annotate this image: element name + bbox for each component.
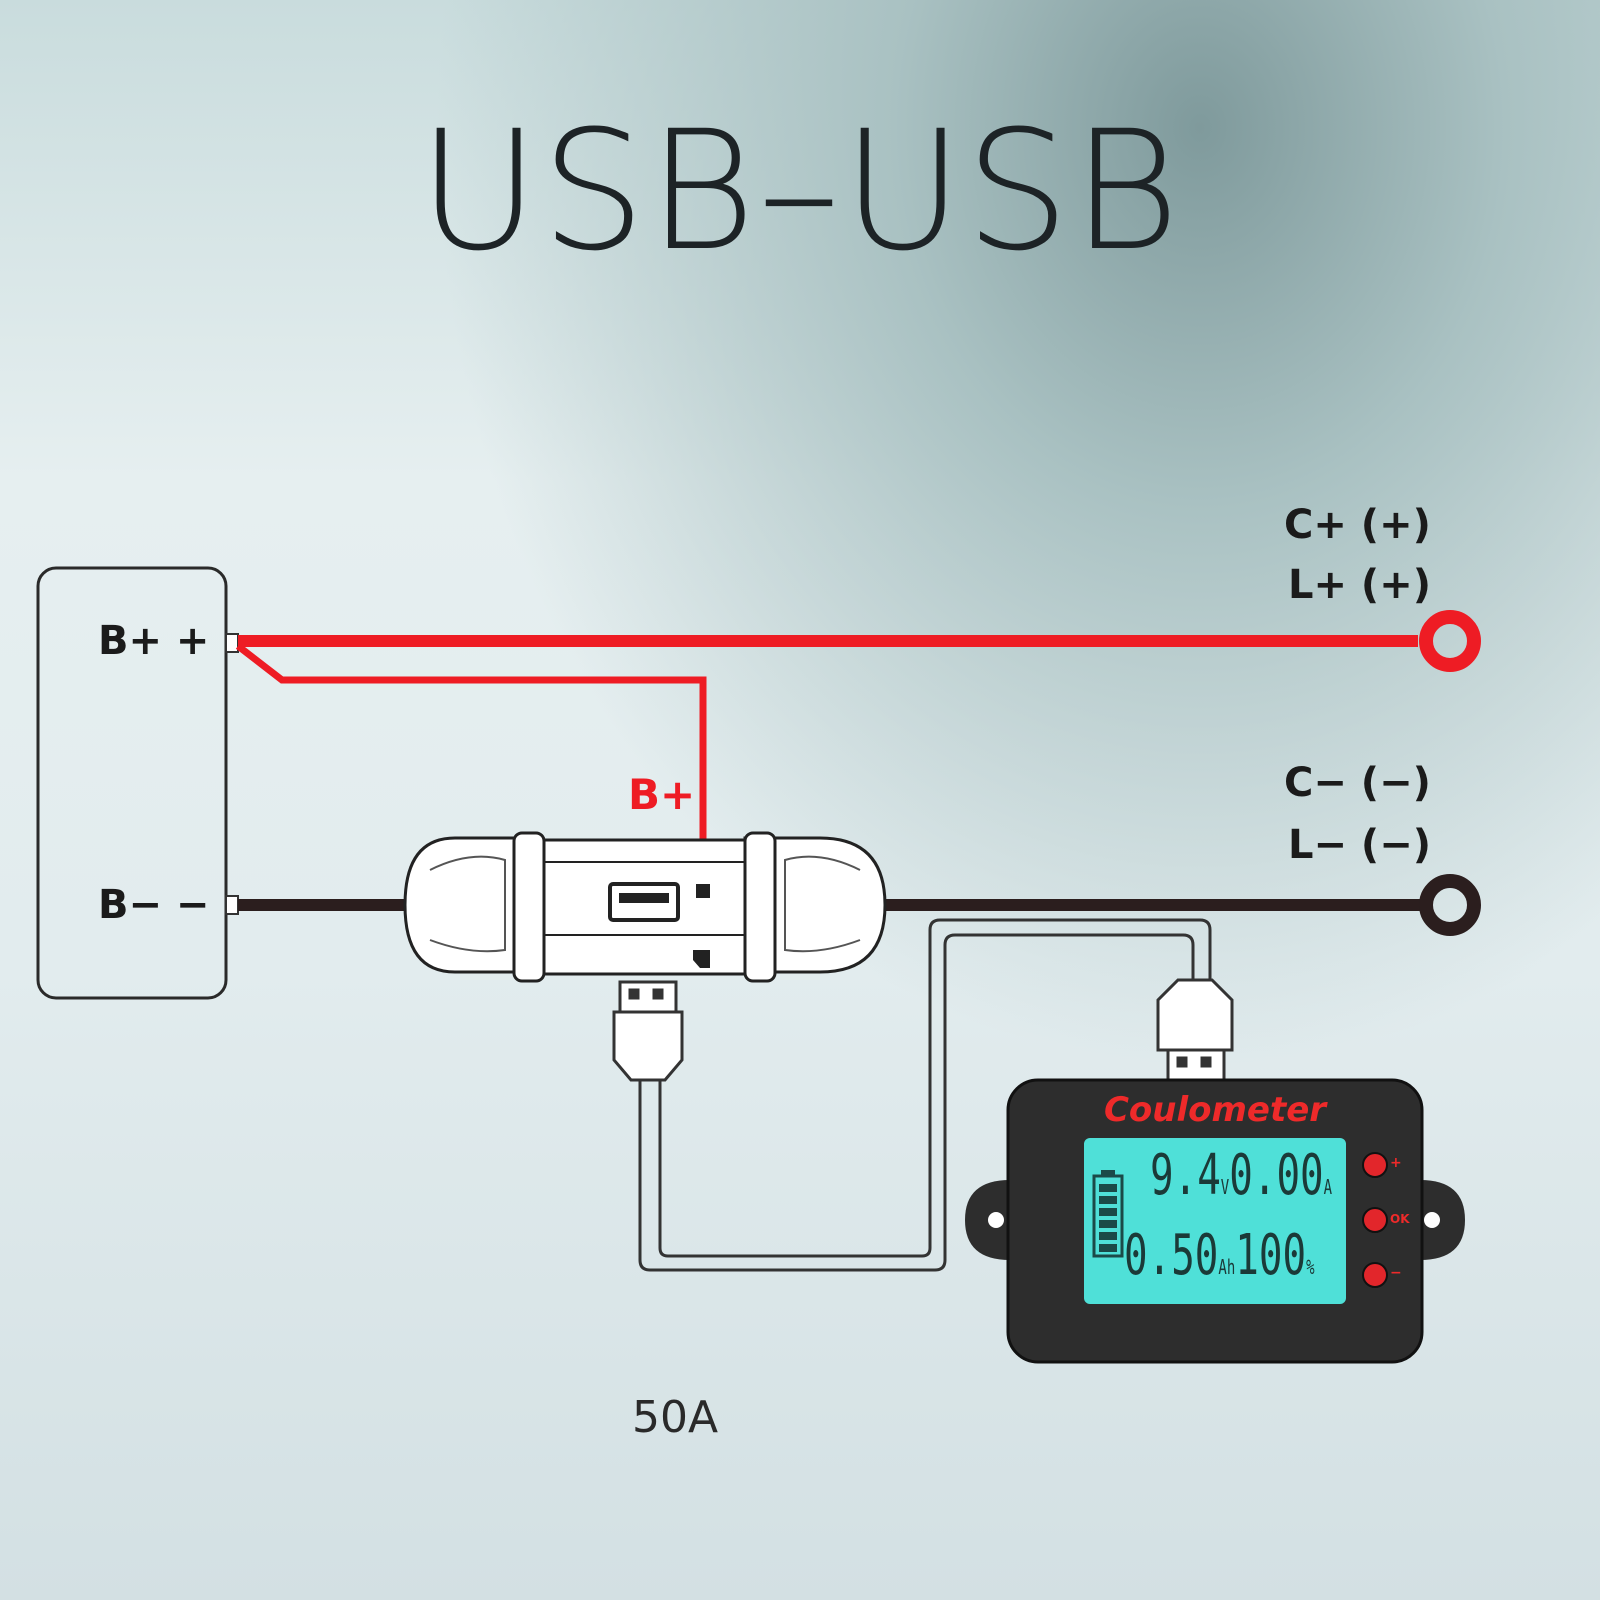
lcd-capacity: 0.50 [1124,1223,1219,1288]
usb-plug-shunt [612,980,684,1082]
lcd-voltage-unit: V [1220,1175,1230,1199]
l-minus-label: L− (−) [1288,822,1432,868]
lcd-current: 0.00 [1229,1143,1324,1208]
usb-plug-meter [1156,978,1234,1082]
plus-button-label: + [1390,1155,1402,1171]
battery-positive-terminal [225,633,239,653]
battery-plus-label: B+ + [98,618,210,664]
shunt-module [403,831,887,983]
lcd-screen [1084,1138,1346,1304]
minus-button-label: − [1390,1265,1402,1281]
shunt-sense-wire [235,643,707,890]
negative-ring-terminal [1419,874,1481,936]
l-plus-label: L+ (+) [1288,562,1432,608]
rating-label: 50A [632,1392,719,1443]
ok-button-label: OK [1390,1212,1410,1226]
usb-cable [638,918,1212,1272]
minus-button [1362,1262,1388,1288]
page-title: USB–USB [418,95,1182,287]
coulometer [965,1078,1465,1364]
meter-brand: Coulometer [1103,1090,1327,1130]
battery-icon [1092,1170,1124,1258]
ok-button [1362,1207,1388,1233]
plus-button [1362,1152,1388,1178]
battery-negative-terminal [225,895,239,915]
lcd-percent: 100 [1235,1223,1307,1288]
lcd-percent-unit: % [1306,1255,1315,1279]
sense-terminal [696,884,710,898]
battery-box [36,566,228,1000]
lcd-capacity-unit: Ah [1218,1255,1236,1279]
battery-minus-label: B− − [98,882,210,928]
positive-ring-terminal [1419,610,1481,672]
c-minus-label: C− (−) [1284,760,1431,806]
lcd-voltage: 9.4 [1150,1143,1221,1208]
shunt-b-plus-label: B+ [628,770,696,819]
lcd-current-unit: A [1323,1175,1333,1199]
c-plus-label: C+ (+) [1284,502,1431,548]
